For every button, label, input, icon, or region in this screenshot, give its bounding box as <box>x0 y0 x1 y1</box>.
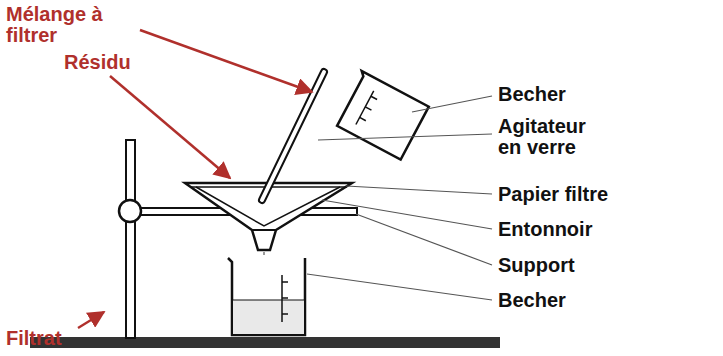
clamp <box>119 200 141 222</box>
filtrate-label: Filtrat <box>6 328 96 349</box>
part-label: Becher <box>498 84 698 105</box>
part-label: Agitateur en verre <box>498 116 608 158</box>
beaker-lower <box>228 258 305 335</box>
residue-label: Résidu <box>64 52 174 73</box>
glass-rod <box>262 72 324 200</box>
stand-base <box>30 337 500 348</box>
part-label: Entonnoir <box>498 219 698 240</box>
pointer-arrows <box>78 30 312 328</box>
leader-lines <box>307 96 492 300</box>
part-label: Support <box>498 255 698 276</box>
stand-rod <box>126 140 135 338</box>
mixture-label: Mélange à filtrer <box>6 4 136 46</box>
part-label: Papier filtre <box>498 184 718 205</box>
beaker-upper <box>334 71 429 160</box>
part-label: Becher <box>498 290 698 311</box>
filtrate-liquid <box>233 300 304 334</box>
